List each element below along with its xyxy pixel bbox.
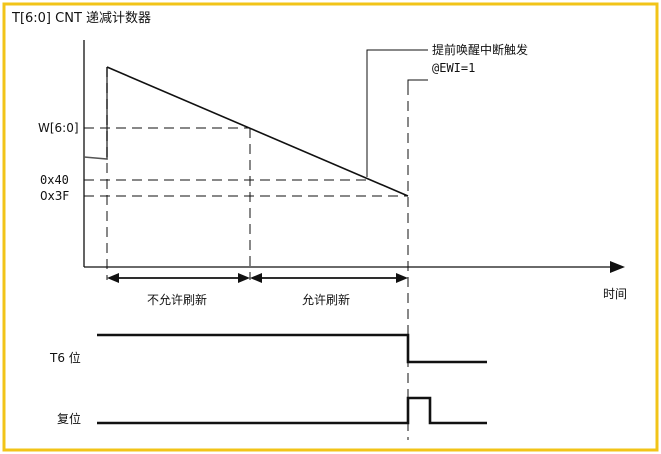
ewi-label: @EWI=1 bbox=[432, 61, 475, 75]
refresh-arrow-right bbox=[396, 273, 408, 283]
x-axis-label: 时间 bbox=[603, 287, 627, 301]
callout-label: 提前唤醒中断触发 bbox=[432, 42, 528, 57]
callout-leader-line bbox=[366, 49, 428, 177]
no-refresh-arrow-left bbox=[107, 273, 119, 283]
x-axis-arrowhead bbox=[610, 261, 625, 273]
no-refresh-label: 不允许刷新 bbox=[147, 292, 207, 307]
counter-decrement-line bbox=[106, 66, 409, 197]
counter-title: T[6:0] CNT 递减计数器 bbox=[11, 11, 151, 26]
no-refresh-arrow-right bbox=[238, 273, 250, 283]
w-level-label: W[6:0] bbox=[38, 121, 79, 135]
t6-label: T6 位 bbox=[49, 350, 81, 365]
reset-label: 复位 bbox=[57, 411, 81, 426]
hex3f-level-label: 0x3F bbox=[40, 189, 69, 203]
ewi-leader-line bbox=[407, 79, 428, 85]
refresh-arrow-left bbox=[250, 273, 262, 283]
reset-waveform bbox=[97, 396, 487, 425]
counter-initial-segment bbox=[83, 67, 108, 160]
hex40-level-label: 0x40 bbox=[40, 173, 69, 187]
t6-waveform bbox=[97, 333, 487, 364]
refresh-label: 允许刷新 bbox=[302, 292, 350, 307]
